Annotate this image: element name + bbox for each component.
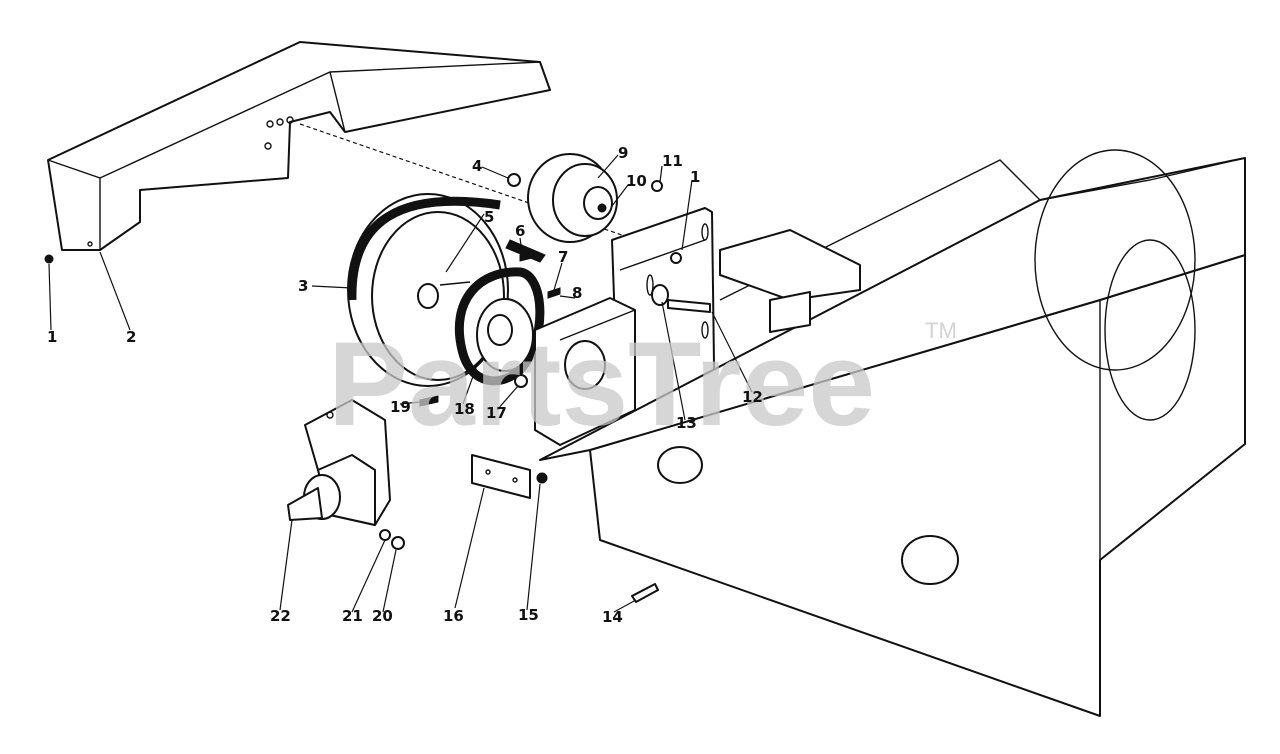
- callout-12: 12: [742, 388, 763, 406]
- callout-13: 13: [676, 414, 697, 432]
- callout-labels: 1 2 3 4 5 6 7 8 9 10 11 1 12 13 14 15 16…: [47, 144, 763, 626]
- callout-21: 21: [342, 607, 363, 625]
- callout-3: 3: [298, 277, 308, 295]
- angle-bar: [471, 454, 531, 499]
- belt-guard: [47, 41, 551, 251]
- callout-15: 15: [518, 606, 539, 624]
- leader-lines: [48, 154, 753, 613]
- callout-19: 19: [390, 398, 411, 416]
- callout-6: 6: [515, 222, 525, 240]
- large-pulley: [347, 193, 509, 387]
- callout-11: 11: [662, 152, 683, 170]
- watermark-text: PartsTree: [328, 317, 875, 451]
- main-frame: [539, 149, 1246, 717]
- gearbox-bracket: [534, 297, 636, 446]
- small-pulley: [454, 239, 546, 386]
- callout-9: 9: [618, 144, 628, 162]
- callout-2: 2: [126, 328, 136, 346]
- watermark-trademark: TM: [925, 318, 957, 343]
- hardware-items: [44, 173, 682, 603]
- callout-20: 20: [372, 607, 393, 625]
- callout-4: 4: [472, 157, 482, 175]
- callout-18: 18: [454, 400, 475, 418]
- callout-10: 10: [626, 172, 647, 190]
- callout-16: 16: [443, 607, 464, 625]
- callout-22: 22: [270, 607, 291, 625]
- callout-17: 17: [486, 404, 507, 422]
- idler-pulley: [527, 153, 618, 243]
- callout-1-bracket-screw: 1: [690, 168, 700, 186]
- callout-14: 14: [602, 608, 623, 626]
- callout-7: 7: [558, 248, 568, 266]
- gearbox: [287, 399, 391, 526]
- callout-1-guard-screw: 1: [47, 328, 57, 346]
- callout-8: 8: [572, 284, 582, 302]
- callout-5: 5: [484, 208, 494, 226]
